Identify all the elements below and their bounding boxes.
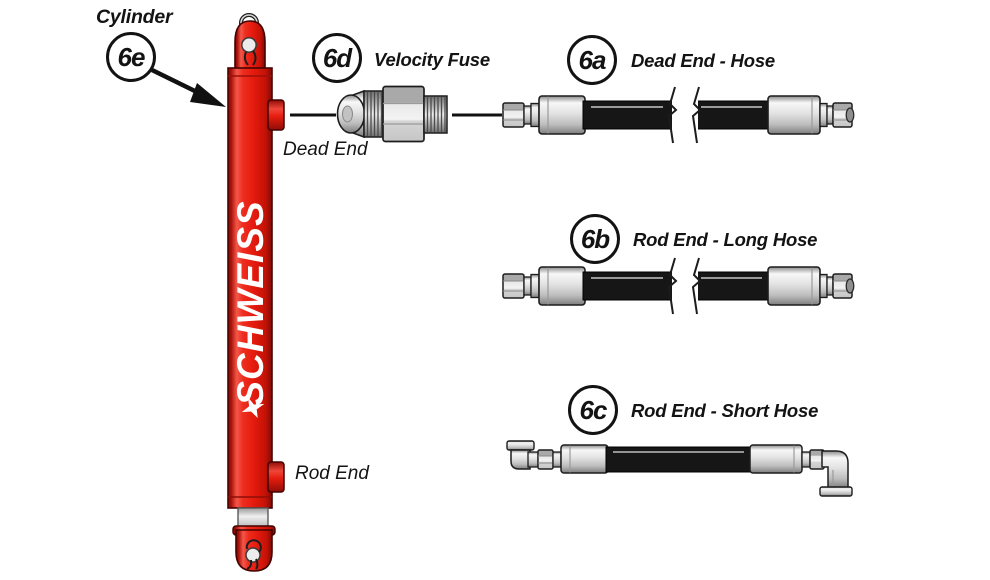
dead-end-hose-graphic	[502, 85, 855, 145]
cylinder-graphic: SCHWEISS	[227, 13, 285, 572]
fuse-hex-body	[382, 85, 425, 143]
cylinder-brand-logo: SCHWEISS	[230, 200, 271, 418]
callout-6d-number: 6d	[322, 42, 352, 73]
callout-6b: 6b	[570, 214, 620, 264]
callout-6a-number: 6a	[578, 44, 607, 75]
left-elbow-flange	[506, 440, 535, 451]
callout-6a: 6a	[567, 35, 617, 85]
dead-end-port	[267, 99, 285, 131]
dead-end-hose-label: Dead End - Hose	[631, 50, 775, 71]
callout-6e: 6e	[106, 32, 156, 82]
top-clevis-pin	[241, 37, 257, 53]
left-elbow-fitting	[510, 449, 531, 470]
rod-end-long-hose-graphic	[502, 256, 855, 316]
rod-end-short-hose-graphic	[506, 440, 853, 497]
cylinder-callout-arrow	[151, 67, 226, 107]
right-elbow-flange	[819, 486, 853, 497]
callout-6e-number: 6e	[117, 41, 146, 72]
bottom-clevis-pin	[245, 547, 261, 563]
callout-6b-number: 6b	[580, 223, 610, 254]
rod-end-short-hose-label: Rod End - Short Hose	[631, 400, 819, 421]
bottom-cotter-pin-icon	[245, 539, 262, 570]
velocity-fuse-label: Velocity Fuse	[374, 49, 490, 70]
right-elbow-fitting	[821, 450, 849, 489]
rod-end-long-hose-label: Rod End - Long Hose	[633, 229, 818, 250]
rod-end-port	[267, 461, 285, 493]
brand-text: SCHWEISS	[230, 200, 271, 405]
velocity-fuse-graphic	[336, 85, 448, 143]
lightning-bolt-icon	[241, 397, 265, 418]
dead-end-port-label: Dead End	[283, 139, 368, 160]
top-cotter-pin-icon	[243, 50, 257, 66]
callout-6d: 6d	[312, 33, 362, 83]
rod-end-port-label: Rod End	[295, 463, 369, 484]
callout-6c-number: 6c	[579, 394, 608, 425]
callout-6c: 6c	[568, 385, 618, 435]
cylinder-title: Cylinder	[96, 6, 173, 28]
